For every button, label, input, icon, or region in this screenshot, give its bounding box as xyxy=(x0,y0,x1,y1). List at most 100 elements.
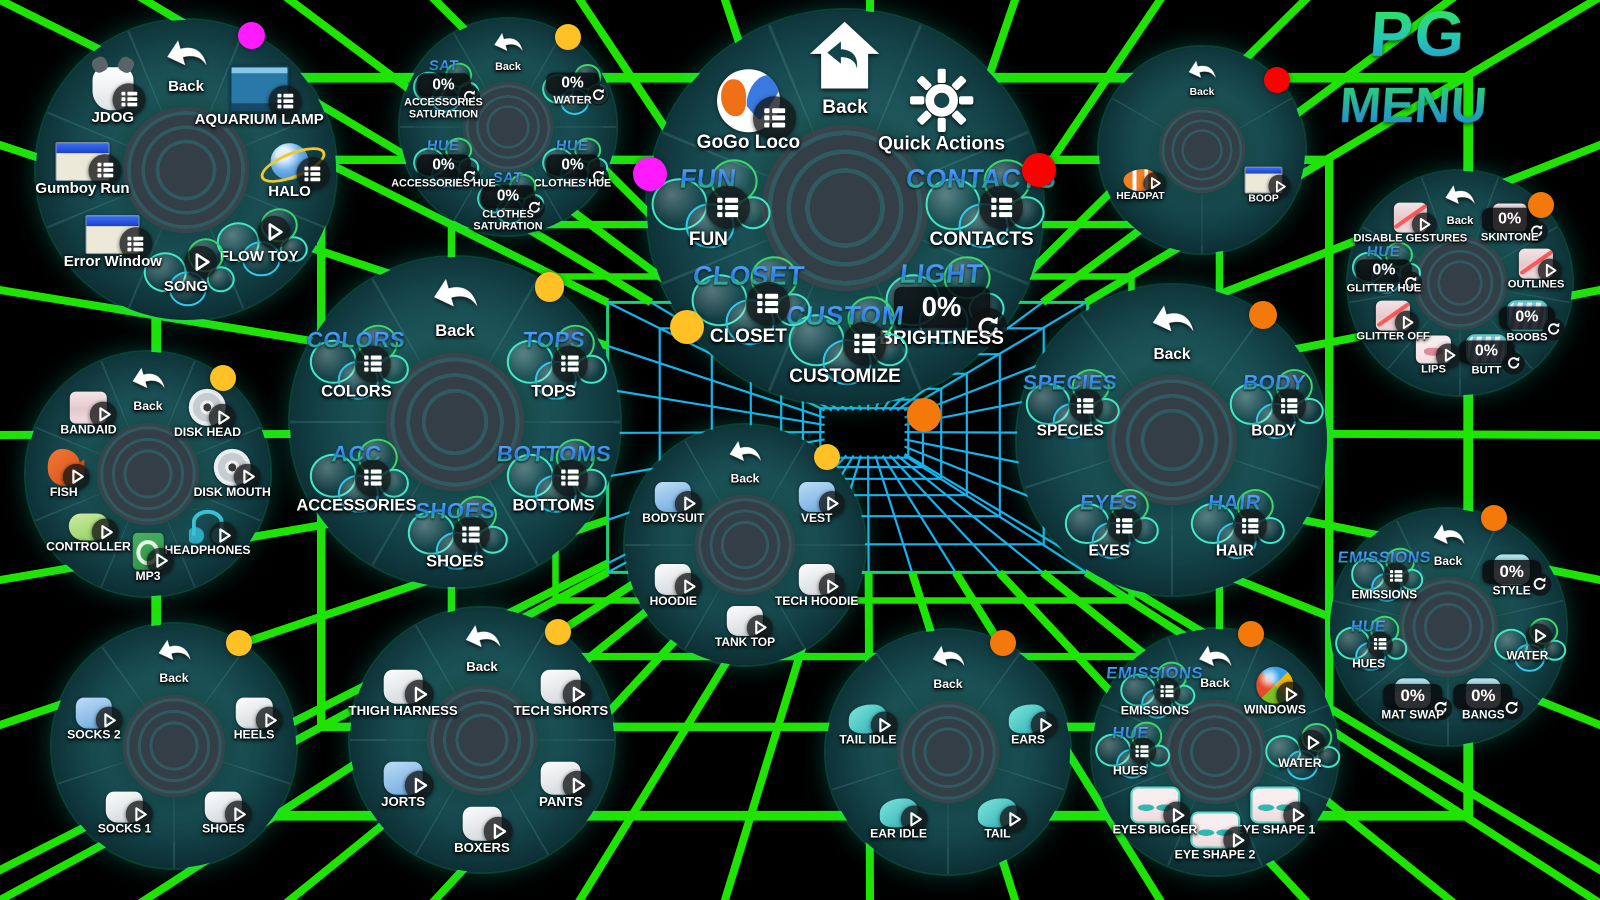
menu-item-socks-2[interactable]: SOCKS 2 xyxy=(32,697,156,743)
back-button[interactable]: Back xyxy=(684,434,806,485)
menu-item-tail-idle[interactable]: TAIL IDLE xyxy=(806,704,930,748)
menu-item-eyes-bigger[interactable]: EYES BIGGER xyxy=(1092,786,1217,838)
wheel-hub[interactable] xyxy=(426,684,538,796)
menu-item-eye-shape-2[interactable]: EYE SHAPE 2 xyxy=(1152,811,1277,862)
menu-item-butt[interactable]: 0%BUTT xyxy=(1429,333,1543,377)
menu-item-bangs[interactable]: 0%BANGS xyxy=(1423,678,1543,722)
menu-item-disk-head[interactable]: DISK HEAD xyxy=(145,389,269,439)
menu-item-thigh-harness[interactable]: THIGH HARNESS xyxy=(336,670,471,718)
menu-item-outlines[interactable]: OUTLINES xyxy=(1479,248,1593,291)
menu-item-controller[interactable]: CONTROLLER xyxy=(26,512,150,554)
menu-item-gogo-loco[interactable]: GoGo Loco xyxy=(647,69,849,154)
wheel-hub[interactable] xyxy=(1398,577,1498,677)
wheel-hub[interactable] xyxy=(896,700,1000,804)
wheel-hub[interactable] xyxy=(1163,700,1267,804)
menu-item-pants[interactable]: PANTS xyxy=(494,761,629,809)
menu-item-gumboy-run[interactable]: Gumboy Run xyxy=(6,142,159,198)
menu-item-tech-shorts[interactable]: TECH SHORTS xyxy=(494,670,629,718)
menu-item-water[interactable]: WATER xyxy=(1237,723,1362,780)
menu-item-quick-actions[interactable]: Quick Actions xyxy=(841,68,1043,155)
wheel-hub[interactable] xyxy=(761,124,929,292)
menu-item-glitter-off[interactable]: GLITTER OFF xyxy=(1336,300,1450,343)
wheel-hub[interactable] xyxy=(1158,106,1246,194)
menu-item-disable-gestures[interactable]: DISABLE GESTURES xyxy=(1353,202,1467,245)
menu-item-shoes[interactable]: SHOES xyxy=(161,791,285,837)
menu-item-label: JORTS xyxy=(381,793,426,809)
item-icon-row xyxy=(229,65,302,118)
menu-item-lips[interactable]: LIPS xyxy=(1376,335,1490,376)
back-button[interactable]: Back xyxy=(1388,518,1508,568)
menu-item-headphones[interactable]: HEADPHONES xyxy=(145,509,269,557)
wheel-hub[interactable] xyxy=(96,422,200,526)
menu-item-aquarium-lamp[interactable]: AQUARIUM LAMP xyxy=(183,65,336,129)
wheel-hub[interactable] xyxy=(1106,374,1238,506)
menu-item-jorts[interactable]: JORTS xyxy=(336,761,471,809)
item-icon-row xyxy=(322,459,391,497)
play-badge-icon xyxy=(562,680,592,710)
menu-item-boxers[interactable]: BOXERS xyxy=(415,806,550,855)
menu-item-headpat[interactable]: HEADPAT xyxy=(1088,168,1193,203)
menu-item-water[interactable]: WATER xyxy=(1467,617,1587,673)
back-button[interactable]: Back xyxy=(744,17,946,117)
menu-item-bandaid[interactable]: BANDAID xyxy=(26,392,150,437)
menu-item-tank-top[interactable]: TANK TOP xyxy=(684,605,806,650)
back-button[interactable]: Back xyxy=(1093,297,1251,363)
menu-item-style[interactable]: 0%STYLE xyxy=(1451,554,1571,598)
back-button[interactable]: Back xyxy=(1149,55,1254,99)
back-button[interactable]: Back xyxy=(415,618,550,674)
back-button[interactable]: Back xyxy=(453,27,563,73)
wheel-hub[interactable] xyxy=(123,107,249,233)
menu-item-boop[interactable]: BOOP xyxy=(1211,166,1316,205)
back-button[interactable]: Back xyxy=(1152,638,1277,691)
wheel-hub[interactable] xyxy=(1412,235,1508,331)
menu-item-disk-mouth[interactable]: DISK MOUTH xyxy=(170,448,294,499)
back-button[interactable]: Back xyxy=(1403,180,1517,228)
menu-item-label: WATER xyxy=(1506,648,1549,663)
menu-item-halo[interactable]: HALO xyxy=(213,139,366,201)
back-button[interactable]: Back xyxy=(371,270,539,340)
menu-item-tech-hoodie[interactable]: TECH HOODIE xyxy=(756,564,878,608)
menu-item-hoodie[interactable]: HOODIE xyxy=(612,564,734,608)
menu-item-socks-1[interactable]: SOCKS 1 xyxy=(62,791,186,837)
menu-item-windows[interactable]: WINDOWS xyxy=(1212,666,1337,718)
menu-item-heels[interactable]: HEELS xyxy=(192,697,316,743)
back-button[interactable]: Back xyxy=(110,31,263,95)
graffiti-tag: EMISSIONS xyxy=(1336,549,1432,567)
menu-item-water[interactable]: 0%WATER xyxy=(517,64,627,115)
menu-item-ear-idle[interactable]: EAR IDLE xyxy=(836,798,960,842)
menu-item-error-window[interactable]: Error Window xyxy=(36,215,189,271)
menu-item-tail[interactable]: TAIL xyxy=(935,798,1059,842)
menu-item-eye-shape-1[interactable]: EYE SHAPE 1 xyxy=(1212,786,1337,838)
menu-item-boobs[interactable]: 0%BOOBS xyxy=(1470,299,1584,343)
wheel-hub[interactable] xyxy=(694,494,796,596)
back-button[interactable]: Back xyxy=(86,361,210,413)
notification-dot-amber xyxy=(210,364,237,391)
back-button[interactable]: Back xyxy=(112,633,236,685)
back-arrow-icon xyxy=(1442,180,1477,215)
menu-item-mp3[interactable]: MP3 xyxy=(86,533,210,583)
back-button[interactable]: Back xyxy=(886,639,1010,691)
wheel-hub[interactable] xyxy=(122,694,226,798)
menu-item-bodysuit[interactable]: BODYSUIT xyxy=(612,481,734,526)
graffiti-tag: CLOSET xyxy=(691,260,806,291)
menu-item-ears[interactable]: EARS xyxy=(966,704,1090,748)
menu-item-mat-swap[interactable]: 0%MAT SWAP xyxy=(1352,678,1472,722)
menu-item-vest[interactable]: VEST xyxy=(756,481,878,526)
menu-item-skintone[interactable]: 0%SKINTONE xyxy=(1453,203,1567,244)
menu-item-fish[interactable]: FISH xyxy=(2,448,126,499)
menu-item-jdog[interactable]: JDOG xyxy=(36,67,189,127)
